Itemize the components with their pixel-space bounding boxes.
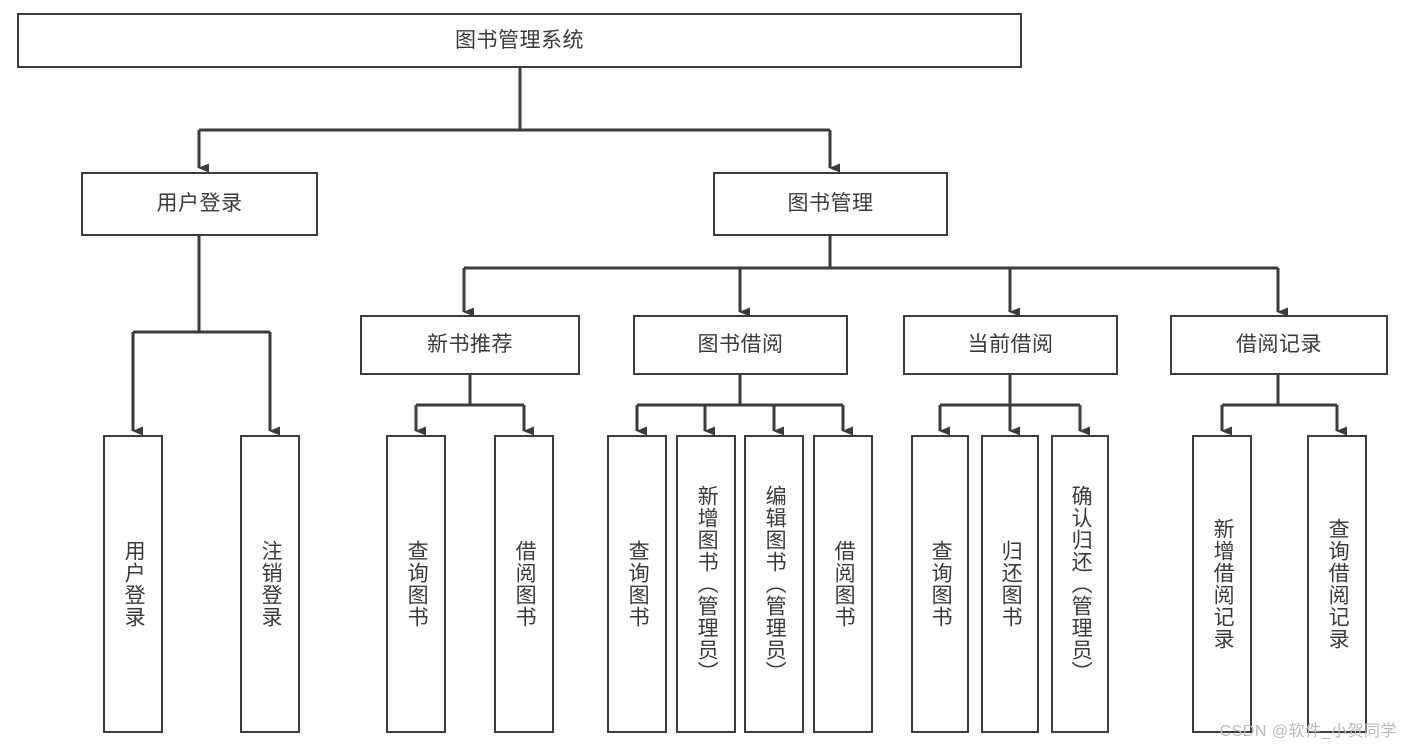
node-leaf-add-borrow-record[interactable]: 新增借阅记录 bbox=[1192, 435, 1252, 733]
node-borrowing-record[interactable]: 借阅记录 bbox=[1170, 315, 1388, 375]
node-leaf-confirm-return-admin[interactable]: 确认归还（管理员） bbox=[1051, 435, 1109, 733]
node-label: 查询图书 bbox=[929, 540, 953, 628]
node-leaf-query-book-new-rec[interactable]: 查询图书 bbox=[386, 435, 446, 733]
node-label: 借阅图书 bbox=[832, 540, 856, 628]
node-label: 用户登录 bbox=[156, 192, 243, 216]
node-label: 确认归还（管理员） bbox=[1069, 485, 1093, 683]
node-leaf-borrow-book-borrow[interactable]: 借阅图书 bbox=[813, 435, 873, 733]
csdn-watermark: CSDN @软件_小贺同学 bbox=[1219, 723, 1397, 740]
node-label: 编辑图书（管理员） bbox=[763, 485, 787, 683]
node-label: 图书管理 bbox=[787, 192, 874, 216]
node-leaf-add-book-admin[interactable]: 新增图书（管理员） bbox=[676, 435, 736, 733]
node-label: 归还图书 bbox=[999, 540, 1023, 628]
node-new-book-recommendation[interactable]: 新书推荐 bbox=[360, 315, 580, 375]
node-label: 当前借阅 bbox=[967, 333, 1054, 357]
node-label: 图书借阅 bbox=[697, 333, 784, 357]
node-label: 用户登录 bbox=[122, 540, 146, 628]
node-label: 借阅图书 bbox=[513, 540, 537, 628]
node-book-management[interactable]: 图书管理 bbox=[713, 172, 948, 236]
node-root-book-management-system[interactable]: 图书管理系统 bbox=[17, 13, 1022, 68]
node-label: 查询图书 bbox=[626, 540, 650, 628]
node-label: 查询图书 bbox=[405, 540, 429, 628]
node-leaf-logout[interactable]: 注销登录 bbox=[240, 435, 300, 733]
node-label: 新增图书（管理员） bbox=[695, 485, 719, 683]
node-current-borrowing[interactable]: 当前借阅 bbox=[903, 315, 1118, 375]
node-book-borrowing[interactable]: 图书借阅 bbox=[633, 315, 848, 375]
node-leaf-edit-book-admin[interactable]: 编辑图书（管理员） bbox=[744, 435, 804, 733]
node-label: 图书管理系统 bbox=[455, 28, 584, 52]
node-label: 注销登录 bbox=[259, 540, 283, 628]
node-label: 借阅记录 bbox=[1236, 333, 1322, 357]
node-leaf-query-borrow-record[interactable]: 查询借阅记录 bbox=[1307, 435, 1367, 733]
node-user-login[interactable]: 用户登录 bbox=[81, 172, 318, 236]
node-label: 新书推荐 bbox=[427, 333, 513, 357]
node-leaf-return-book[interactable]: 归还图书 bbox=[981, 435, 1039, 733]
node-leaf-query-book-current[interactable]: 查询图书 bbox=[911, 435, 969, 733]
node-leaf-user-login[interactable]: 用户登录 bbox=[103, 435, 163, 733]
node-label: 查询借阅记录 bbox=[1326, 518, 1350, 650]
node-leaf-query-book-borrow[interactable]: 查询图书 bbox=[607, 435, 667, 733]
node-label: 新增借阅记录 bbox=[1211, 518, 1235, 650]
node-leaf-borrow-book-new-rec[interactable]: 借阅图书 bbox=[494, 435, 554, 733]
